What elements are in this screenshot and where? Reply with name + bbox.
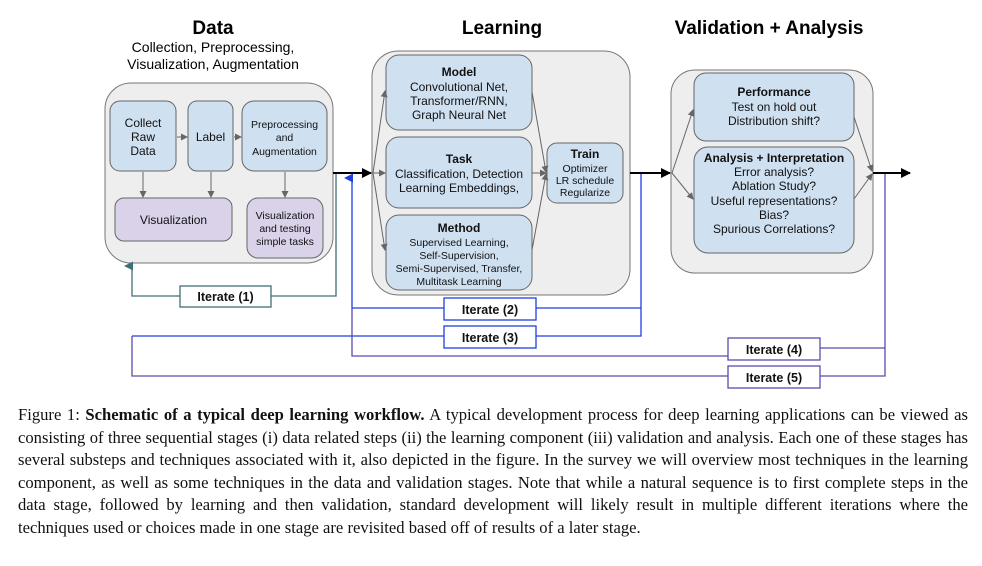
train-line-2: LR schedule xyxy=(556,175,615,187)
iterate-2-text: Iterate (2) xyxy=(462,303,518,317)
data-inner-arrows xyxy=(139,133,289,198)
train-line-1: Optimizer xyxy=(563,163,608,175)
arrow-method-to-train xyxy=(531,173,549,251)
arrow-analysis-to-exit xyxy=(853,173,873,200)
viz-testing-line-2: and testing xyxy=(259,223,311,235)
analysis-box[interactable]: Analysis + Interpretation Error analysis… xyxy=(693,146,855,254)
task-line-1: Classification, Detection xyxy=(395,167,523,181)
iterate-5-label[interactable]: Iterate (5) xyxy=(727,365,821,389)
task-title: Task xyxy=(446,152,473,166)
preprocessing-box[interactable]: Preprocessing and Augmentation xyxy=(241,100,328,172)
analysis-line-4: Bias? xyxy=(759,208,789,222)
data-stage: Data Collection, Preprocessing, Visualiz… xyxy=(104,18,334,264)
train-box[interactable]: Train Optimizer LR schedule Regularize xyxy=(546,142,624,204)
learning-inner-arrows xyxy=(372,90,549,251)
performance-line-1: Test on hold out xyxy=(732,100,817,114)
workflow-diagram: Data Collection, Preprocessing, Visualiz… xyxy=(104,18,911,389)
caption-body: A typical development process for deep l… xyxy=(18,405,969,537)
task-line-2: Learning Embeddings, xyxy=(399,181,519,195)
model-line-2: Transformer/RNN, xyxy=(410,94,508,108)
preprocess-line-1: Preprocessing xyxy=(251,119,318,131)
iterate-4-text: Iterate (4) xyxy=(746,343,802,357)
arrow-entry-to-performance xyxy=(671,109,695,174)
preprocess-line-2: and xyxy=(276,132,294,144)
figure-caption: Figure 1: Schematic of a typical deep le… xyxy=(18,404,968,540)
iterate-3-path xyxy=(132,308,642,337)
viz-testing-line-1: Visualization xyxy=(256,210,315,222)
iterate-5-text: Iterate (5) xyxy=(746,371,802,385)
train-title: Train xyxy=(571,147,600,161)
iterate-5-path xyxy=(131,336,886,377)
iterate-3-label[interactable]: Iterate (3) xyxy=(443,325,537,349)
arrow-entry-to-method xyxy=(372,172,388,251)
iterate-1-label[interactable]: Iterate (1) xyxy=(179,285,272,308)
collect-line-2: Raw xyxy=(131,130,155,144)
data-stage-title: Data xyxy=(192,18,234,39)
label-text: Label xyxy=(196,130,225,144)
arrow-entry-to-model xyxy=(372,90,388,174)
iterate-1-path xyxy=(132,174,337,297)
iteration-loops xyxy=(131,174,886,377)
caption-title: Schematic of a typical deep learning wor… xyxy=(85,405,425,424)
analysis-line-2: Ablation Study? xyxy=(732,179,816,193)
performance-title: Performance xyxy=(737,85,811,99)
learning-stage: Learning Model Convolutional Net, Transf… xyxy=(371,18,631,296)
validation-inner-arrows xyxy=(671,109,874,200)
model-line-1: Convolutional Net, xyxy=(410,80,508,94)
collect-raw-data-box[interactable]: Collect Raw Data xyxy=(109,100,177,172)
analysis-title: Analysis + Interpretation xyxy=(704,151,844,165)
iterate-labels: Iterate (1) Iterate (2) Iterate (3) Iter… xyxy=(179,285,821,389)
analysis-line-5: Spurious Correlations? xyxy=(713,222,835,236)
analysis-line-3: Useful representations? xyxy=(711,194,838,208)
data-stage-subtitle-line-2: Visualization, Augmentation xyxy=(127,56,299,72)
model-title: Model xyxy=(442,65,477,79)
collect-line-3: Data xyxy=(130,144,156,158)
method-line-3: Semi-Supervised, Transfer, xyxy=(396,263,523,275)
caption-label: Figure 1: xyxy=(18,405,80,424)
visualization-box[interactable]: Visualization xyxy=(114,197,233,242)
iterate-3-text: Iterate (3) xyxy=(462,331,518,345)
iterate-4-label[interactable]: Iterate (4) xyxy=(727,337,821,361)
viz-testing-box[interactable]: Visualization and testing simple tasks xyxy=(246,197,324,259)
method-line-2: Self-Supervision, xyxy=(419,250,498,262)
method-title: Method xyxy=(438,221,481,235)
arrow-entry-to-analysis xyxy=(671,172,694,200)
validation-stage-title: Validation + Analysis xyxy=(675,18,864,39)
iterate-1-text: Iterate (1) xyxy=(197,290,253,304)
arrow-performance-to-exit xyxy=(853,116,874,172)
analysis-line-1: Error analysis? xyxy=(734,165,814,179)
model-box[interactable]: Model Convolutional Net, Transformer/RNN… xyxy=(385,54,533,131)
arrow-model-to-train xyxy=(531,91,549,173)
visualization-text: Visualization xyxy=(140,213,207,227)
task-box[interactable]: Task Classification, Detection Learning … xyxy=(385,136,533,209)
train-line-3: Regularize xyxy=(560,187,610,199)
learning-stage-title: Learning xyxy=(462,18,542,39)
viz-testing-line-3: simple tasks xyxy=(256,236,314,248)
method-line-1: Supervised Learning, xyxy=(409,237,508,249)
model-line-3: Graph Neural Net xyxy=(412,108,507,122)
label-box[interactable]: Label xyxy=(187,100,234,172)
data-stage-subtitle-line-1: Collection, Preprocessing, xyxy=(132,39,295,55)
iterate-2-label[interactable]: Iterate (2) xyxy=(443,297,537,321)
performance-box[interactable]: Performance Test on hold out Distributio… xyxy=(693,72,855,142)
collect-line-1: Collect xyxy=(125,116,162,130)
preprocess-line-3: Augmentation xyxy=(252,146,317,158)
validation-stage: Validation + Analysis Performance Test o… xyxy=(670,18,874,274)
method-box[interactable]: Method Supervised Learning, Self-Supervi… xyxy=(385,214,533,291)
performance-line-2: Distribution shift? xyxy=(728,114,820,128)
method-line-4: Multitask Learning xyxy=(416,276,501,288)
